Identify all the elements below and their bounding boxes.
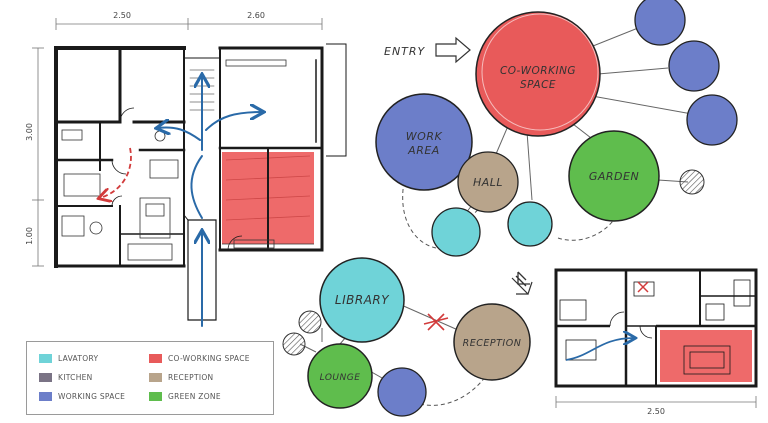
bubble-work-1 [634, 0, 686, 46]
bubble-lavatory-1 [431, 207, 481, 257]
legend-item-kitchen: KITCHEN [39, 373, 93, 382]
legend-label-green-zone: GREEN ZONE [168, 392, 221, 401]
small-plan-dim: 2.50 [647, 407, 665, 416]
legend-label-kitchen: KITCHEN [58, 373, 93, 382]
plan-furniture [61, 59, 314, 261]
legend-swatch-reception [149, 373, 162, 382]
dim-top-right: 2.60 [247, 11, 265, 20]
legend-swatch-coworking-space [149, 354, 162, 363]
bubble-lavatory-2 [507, 201, 553, 247]
dim-left-upper: 3.00 [25, 123, 34, 141]
bubble-diagram: ENTRY CO-WORKING SPACE WORK AREA HALL GA… [282, 0, 738, 417]
legend-label-coworking-space: CO-WORKING SPACE [168, 354, 250, 363]
main-floor-plan: 2.50 2.60 3.00 1.00 [25, 11, 347, 327]
label-entry: ENTRY [384, 45, 426, 58]
dim-left-lower: 1.00 [25, 227, 34, 245]
bubble-work-2 [668, 40, 720, 92]
label-lounge: LOUNGE [320, 373, 361, 383]
label-hall: HALL [473, 176, 503, 189]
blocked-mark-icon [423, 313, 449, 331]
legend-item-reception: RECEPTION [149, 373, 213, 382]
label-library: LIBRARY [335, 293, 390, 307]
legend-swatch-green-zone [149, 392, 162, 401]
bubble-coworking [475, 11, 601, 137]
bubble-hall [457, 151, 519, 213]
legend-label-working-space: WORKING SPACE [58, 392, 126, 401]
label-reception: RECEPTION [463, 338, 522, 349]
bubble-hatched-2 [298, 310, 322, 334]
bubble-work-area [375, 93, 473, 191]
label-work-area-2: AREA [407, 144, 440, 157]
legend-swatch-kitchen [39, 373, 52, 382]
entry-arrow-icon [435, 36, 471, 64]
plan-walls [54, 46, 324, 321]
bubble-work-3 [686, 94, 738, 146]
small-plan-red-zone [660, 330, 752, 382]
bubble-hatched-1 [679, 169, 705, 195]
small-plan-red-cross [637, 281, 649, 293]
bubble-work-4 [377, 367, 427, 417]
bubble-garden [568, 130, 660, 222]
legend-swatch-lavatory [39, 354, 52, 363]
legend: LAVATORY KITCHEN WORKING SPACE CO-WORKIN… [26, 341, 274, 415]
dimension-lines [32, 18, 323, 267]
label-coworking-1: CO-WORKING [500, 65, 576, 77]
legend-item-coworking-space: CO-WORKING SPACE [149, 354, 250, 363]
bubble-lounge [307, 343, 373, 409]
dim-top-left: 2.50 [113, 11, 131, 20]
bubble-library [319, 257, 405, 343]
legend-label-lavatory: LAVATORY [58, 354, 99, 363]
label-coworking-2: SPACE [520, 79, 556, 91]
small-plan-entry-arrow [565, 338, 634, 361]
flow-arrow-red [100, 147, 132, 198]
label-garden: GARDEN [589, 170, 639, 183]
small-floor-plan: 2.50 [554, 268, 758, 416]
bubble-reception [453, 303, 531, 381]
label-work-area-1: WORK [406, 130, 443, 143]
legend-item-green-zone: GREEN ZONE [149, 392, 221, 401]
flow-arrows-blue [158, 76, 262, 327]
legend-swatch-working-space [39, 392, 52, 401]
legend-label-reception: RECEPTION [168, 373, 214, 382]
legend-item-working-space: WORKING SPACE [39, 392, 125, 401]
legend-item-lavatory: LAVATORY [39, 354, 98, 363]
bubble-hatched-3 [282, 332, 306, 356]
